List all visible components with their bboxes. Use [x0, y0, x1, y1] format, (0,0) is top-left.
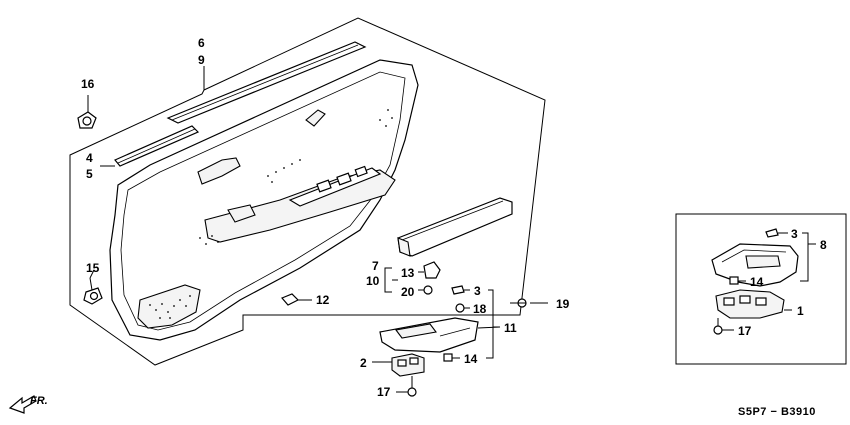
callout-15: 15 — [86, 261, 100, 275]
switch-bezel-8 — [711, 243, 799, 287]
bracket-3-11-14 — [486, 289, 494, 359]
clip-13 — [418, 261, 441, 279]
clip-12 — [280, 293, 312, 306]
callout-17-bottom: 17 — [377, 385, 391, 399]
bracket-3-8-14 — [800, 232, 809, 282]
callout-18: 18 — [473, 302, 487, 316]
callout-3-detail: 3 — [791, 227, 798, 241]
screw-17-detail — [713, 318, 734, 335]
callout-19: 19 — [556, 297, 570, 311]
direction-label: FR. — [30, 395, 48, 407]
weatherstrip-molding — [166, 41, 367, 124]
screw-18 — [455, 303, 470, 313]
inner-seal-strip — [114, 125, 200, 167]
callout-labels: 6 9 16 4 5 15 12 7 10 13 20 3 18 19 11 2… — [81, 36, 827, 399]
panel-texture — [149, 109, 393, 319]
clip-15 — [83, 277, 103, 305]
callout-1: 1 — [797, 304, 804, 318]
window-switch-1 — [715, 289, 792, 319]
screw-19 — [510, 298, 548, 308]
callout-20: 20 — [401, 285, 415, 299]
callout-5: 5 — [86, 167, 93, 181]
callout-17-detail: 17 — [738, 324, 752, 338]
bracket-7-10 — [384, 267, 392, 293]
door-trim-panel — [109, 59, 419, 341]
front-direction-arrow: FR. — [8, 395, 48, 414]
callout-7: 7 — [372, 259, 379, 273]
detail-box — [675, 213, 847, 365]
clip-3-detail — [765, 228, 788, 238]
callout-12: 12 — [316, 293, 330, 307]
clip-16 — [77, 95, 97, 129]
callout-3-middle: 3 — [474, 284, 481, 298]
diagram-code: S5P7 − B3910 — [738, 406, 816, 418]
screw-17-bottom — [396, 376, 417, 397]
armrest-cover — [397, 197, 513, 257]
callout-13: 13 — [401, 266, 415, 280]
leader-lines — [89, 66, 398, 281]
callout-6: 6 — [198, 36, 205, 50]
callout-11: 11 — [504, 321, 517, 335]
callout-9: 9 — [198, 53, 205, 67]
panel-group-frame — [69, 17, 546, 366]
callout-10: 10 — [366, 274, 380, 288]
callout-16: 16 — [81, 77, 95, 91]
callout-14-middle: 14 — [464, 352, 478, 366]
window-switch-2 — [372, 353, 425, 377]
callout-4: 4 — [86, 151, 93, 165]
screw-20 — [418, 285, 433, 295]
callout-8: 8 — [820, 238, 827, 252]
clip-14-middle — [443, 353, 460, 362]
callout-14-detail: 14 — [750, 275, 764, 289]
clip-14-detail — [729, 276, 746, 285]
clip-3-middle — [451, 285, 470, 295]
switch-panel-11 — [379, 317, 501, 353]
callout-2: 2 — [360, 356, 367, 370]
